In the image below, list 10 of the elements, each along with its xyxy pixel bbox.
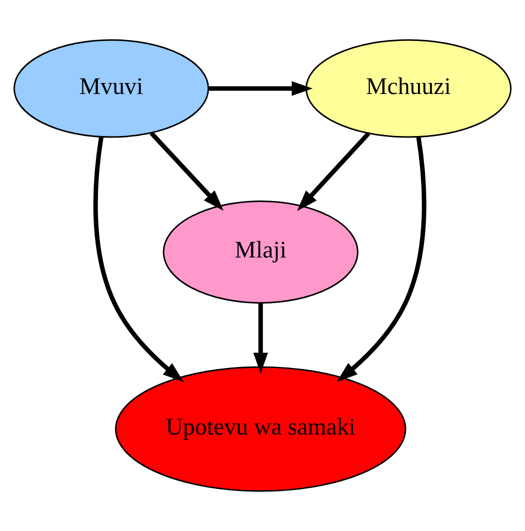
- arrow: [93, 136, 184, 382]
- arrow: [208, 81, 313, 96]
- arrow: [297, 132, 370, 211]
- arrow: [253, 302, 268, 374]
- node-ellipse: Mlaji: [162, 200, 358, 304]
- arrow: [336, 136, 426, 382]
- node-ellipse: Mvuvi: [13, 39, 210, 138]
- arrow: [150, 132, 224, 211]
- node-ellipse: Mchuuzi: [305, 39, 512, 138]
- node-ellipse: Upotevu wa samaki: [115, 366, 406, 492]
